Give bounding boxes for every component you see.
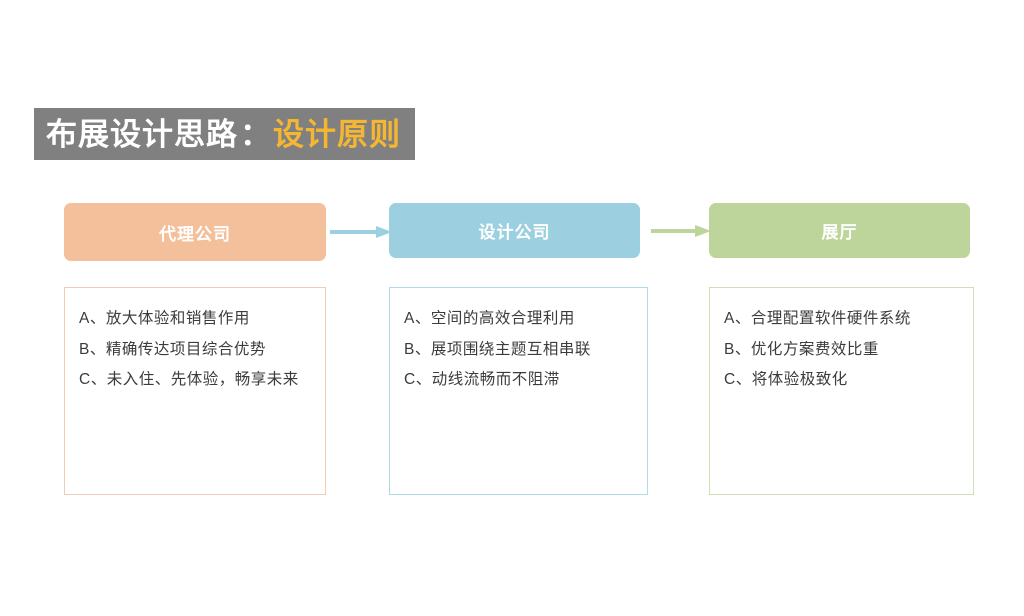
column-showroom: 展厅	[709, 203, 970, 258]
title-separator: ：	[240, 116, 271, 152]
arrow-col2-to-col3	[651, 225, 711, 237]
list-item: B、展项围绕主题互相串联	[404, 340, 591, 358]
arrow-col1-to-col2	[330, 226, 392, 238]
column-showroom-body: A、合理配置软件硬件系统 B、优化方案费效比重 C、将体验极致化	[709, 287, 974, 495]
column-agency-body: A、放大体验和销售作用 B、精确传达项目综合优势 C、未入住、先体验，畅享未来	[64, 287, 326, 495]
column-agency: 代理公司	[64, 203, 326, 261]
column-design-firm-body: A、空间的高效合理利用 B、展项围绕主题互相串联 C、动线流畅而不阻滞	[389, 287, 648, 495]
list-item: B、精确传达项目综合优势	[79, 340, 266, 358]
list-item: C、将体验极致化	[724, 371, 848, 389]
column-design-firm-header-label: 设计公司	[478, 223, 551, 242]
list-item: A、放大体验和销售作用	[79, 310, 250, 327]
column-design-firm-header: 设计公司	[389, 203, 640, 258]
page-title: 布展设计思路 ： 设计原则	[34, 108, 415, 160]
column-agency-header: 代理公司	[64, 203, 326, 261]
list-item: B、优化方案费效比重	[724, 340, 879, 358]
column-showroom-header-label: 展厅	[821, 223, 858, 242]
list-item: A、合理配置软件硬件系统	[724, 310, 911, 327]
column-design-firm: 设计公司	[389, 203, 640, 258]
list-item: C、动线流畅而不阻滞	[404, 371, 560, 389]
title-main-text: 布展设计思路	[46, 116, 238, 152]
list-item: C、未入住、先体验，畅享未来	[79, 371, 299, 389]
title-accent-text: 设计原则	[273, 116, 401, 152]
list-item: A、空间的高效合理利用	[404, 310, 575, 327]
column-agency-header-label: 代理公司	[159, 224, 231, 244]
column-showroom-header: 展厅	[709, 203, 970, 258]
